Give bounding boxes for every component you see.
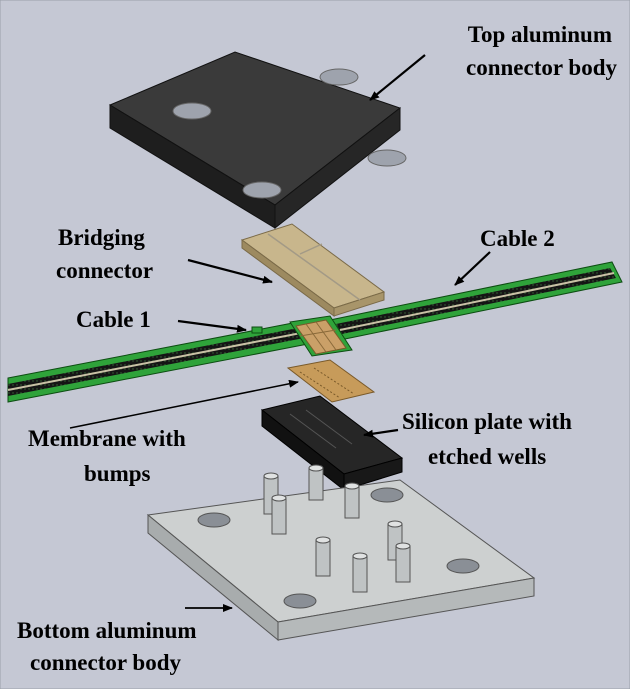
bottom-aluminum-connector-body [146, 479, 536, 642]
cable-overlap-pads [289, 315, 353, 357]
pin [308, 464, 324, 501]
label-cable2: Cable 2 [480, 226, 555, 251]
text-labels: Top aluminum connector body Bridging con… [17, 22, 617, 675]
label-top-body-line2: connector body [466, 55, 617, 80]
pin [352, 552, 368, 593]
pin [271, 494, 287, 535]
alignment-pins [263, 464, 411, 593]
membrane-with-bumps [286, 359, 376, 403]
pin [395, 542, 411, 583]
arrow-membrane [69, 379, 299, 429]
arrow-cable1 [177, 319, 247, 333]
pin [344, 482, 360, 519]
cable-1 [7, 321, 309, 403]
label-silicon-line2: etched wells [428, 444, 546, 469]
leader-arrows [69, 54, 491, 612]
label-bottom-body-line2: connector body [30, 650, 181, 675]
label-cable1: Cable 1 [76, 307, 151, 332]
arrow-top-body [369, 54, 426, 101]
label-bridging-line1: Bridging [58, 225, 145, 250]
top-aluminum-connector-body [108, 51, 407, 230]
label-membrane-line1: Membrane with [28, 426, 186, 451]
label-silicon-line1: Silicon plate with [402, 409, 572, 434]
bridging-connector [240, 223, 386, 317]
label-membrane-line2: bumps [84, 461, 151, 486]
pin [315, 536, 331, 577]
label-top-body-line1: Top aluminum [468, 22, 612, 47]
arrow-silicon [363, 428, 399, 438]
arrow-cable2 [454, 251, 491, 286]
label-bottom-body-line1: Bottom aluminum [17, 618, 197, 643]
arrow-bridging [187, 258, 273, 284]
label-bridging-line2: connector [56, 258, 153, 283]
cable-2 [329, 261, 623, 341]
